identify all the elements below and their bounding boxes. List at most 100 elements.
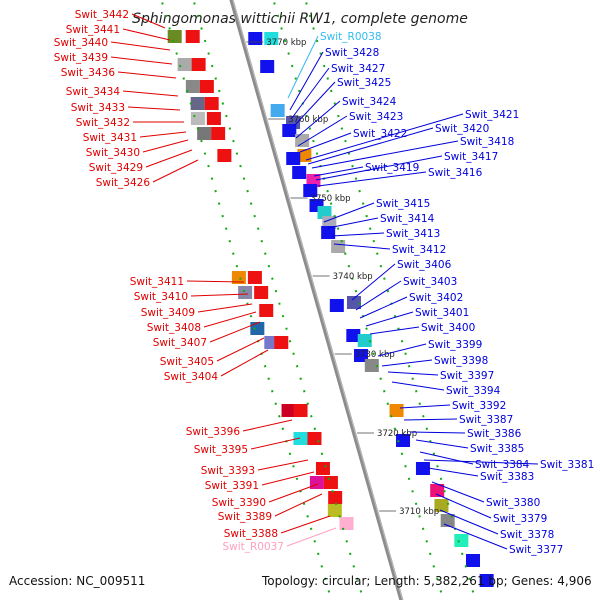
gene-label-right: Swit_3394 xyxy=(446,385,501,397)
gene-label-right: Swit_3420 xyxy=(435,123,489,135)
leader-line-right xyxy=(439,509,499,535)
gene-label-right: Swit_3419 xyxy=(365,162,419,174)
gene-label-left: Swit_3395 xyxy=(194,444,248,456)
gene-feature-left xyxy=(327,504,342,517)
gene-label-right: Swit_3399 xyxy=(428,339,482,351)
gene-label-right: Swit_3378 xyxy=(500,529,554,541)
gene-label-left: Swit_3409 xyxy=(141,307,195,319)
gene-label-right: Swit_3380 xyxy=(486,497,540,509)
gene-label-right: Swit_3397 xyxy=(440,370,494,382)
gene-feature-right xyxy=(322,216,337,229)
gene-label-left: Swit_3426 xyxy=(96,177,151,189)
gene-feature-right xyxy=(306,174,321,187)
gene-label-left: Swit_3390 xyxy=(212,497,266,509)
leader-line-left xyxy=(261,471,315,486)
gene-label-right: Swit_3427 xyxy=(331,63,385,75)
leader-line-left xyxy=(220,349,269,377)
gene-label-left: Swit_3441 xyxy=(66,24,120,36)
leader-line-right xyxy=(287,35,319,99)
gene-feature-right xyxy=(297,149,312,162)
leader-line-left xyxy=(117,71,177,79)
leader-line-right xyxy=(403,418,458,421)
gene-feature-right xyxy=(270,104,285,117)
leader-line-left xyxy=(242,419,293,432)
gene-feature-left xyxy=(293,432,308,445)
leader-line-left xyxy=(268,483,319,503)
gene-label-left: Swit_3440 xyxy=(54,37,108,49)
gene-feature-left xyxy=(323,476,338,489)
gene-feature-left xyxy=(315,462,330,475)
gene-feature-right xyxy=(346,296,361,309)
leader-line-right xyxy=(365,311,414,327)
kbp-label: 3750 kbp xyxy=(311,194,351,204)
gene-label-right: Swit_3422 xyxy=(353,128,407,140)
gene-feature-left xyxy=(250,322,265,335)
gene-label-right: Swit_3401 xyxy=(415,307,469,319)
leader-line-left xyxy=(190,293,249,297)
gene-feature-right xyxy=(357,334,372,347)
gene-label-right: Swit_3413 xyxy=(386,228,440,240)
gene-label-right: Swit_3383 xyxy=(480,471,534,483)
leader-line-left xyxy=(274,493,323,517)
gene-feature-right xyxy=(248,32,263,45)
leader-line-left xyxy=(257,459,309,471)
kbp-label: 3740 kbp xyxy=(333,272,373,282)
leader-line-right xyxy=(377,343,427,357)
leader-line-right xyxy=(299,132,352,153)
leader-line-left xyxy=(139,131,187,138)
leader-line-right xyxy=(381,359,433,367)
gene-label-right: Swit_3387 xyxy=(459,414,513,426)
leader-line-left xyxy=(122,28,171,41)
gene-feature-left xyxy=(206,112,221,125)
leader-line-right xyxy=(399,404,451,409)
gene-feature-left xyxy=(231,271,246,284)
leader-line-right xyxy=(415,439,469,449)
gene-feature-right xyxy=(317,206,332,219)
gene-label-right: Swit_3428 xyxy=(325,47,379,59)
gene-feature-right xyxy=(295,134,310,147)
gene-feature-left xyxy=(274,336,289,349)
leader-line-right xyxy=(369,326,420,335)
gene-label-left: Swit_3431 xyxy=(83,132,137,144)
kbp-label: 3730 kbp xyxy=(355,350,395,360)
gene-label-left: Swit_3430 xyxy=(86,147,140,159)
genome-backbone-highlight xyxy=(232,0,404,600)
gene-label-right: Swit_3377 xyxy=(509,544,563,556)
leader-line-right xyxy=(323,202,375,223)
leader-line-left xyxy=(131,13,166,29)
leader-line-right xyxy=(315,155,443,181)
leader-line-right xyxy=(293,81,336,127)
gene-label-right: Swit_3418 xyxy=(460,136,514,148)
leader-line-left xyxy=(280,515,331,534)
gene-feature-left xyxy=(190,112,205,125)
gene-feature-left xyxy=(254,286,269,299)
gene-feature-right xyxy=(430,484,445,497)
gene-feature-right xyxy=(454,534,469,547)
leader-line-left xyxy=(197,303,253,313)
gene-label-right: Swit_3403 xyxy=(403,276,457,288)
leader-line-right xyxy=(443,523,508,550)
gene-feature-left xyxy=(167,30,182,43)
leader-line-left xyxy=(122,90,179,97)
gene-label-right: Swit_3379 xyxy=(493,513,547,525)
leader-line-right xyxy=(419,451,474,465)
kbp-label: 3710 kbp xyxy=(399,507,439,517)
gene-feature-right xyxy=(389,404,404,417)
gene-label-left: Swit_3411 xyxy=(130,276,184,288)
gene-label-right: Swit_3424 xyxy=(342,96,397,108)
leader-line-right xyxy=(317,171,427,187)
label-leaders xyxy=(110,13,539,550)
gene-label-left: Swit_3429 xyxy=(89,162,143,174)
gene-label-right: Swit_3417 xyxy=(444,151,498,163)
gene-feature-left xyxy=(191,58,206,71)
leader-line-left xyxy=(203,311,257,328)
gene-features xyxy=(167,30,494,587)
gene-label-right: Swit_3402 xyxy=(409,292,463,304)
gene-label-left: Swit_3439 xyxy=(54,52,108,64)
leader-line-left xyxy=(152,159,199,183)
kbp-label: 3770 kbp xyxy=(266,38,306,48)
leader-line-left xyxy=(142,139,189,153)
leader-line-left xyxy=(216,337,265,362)
